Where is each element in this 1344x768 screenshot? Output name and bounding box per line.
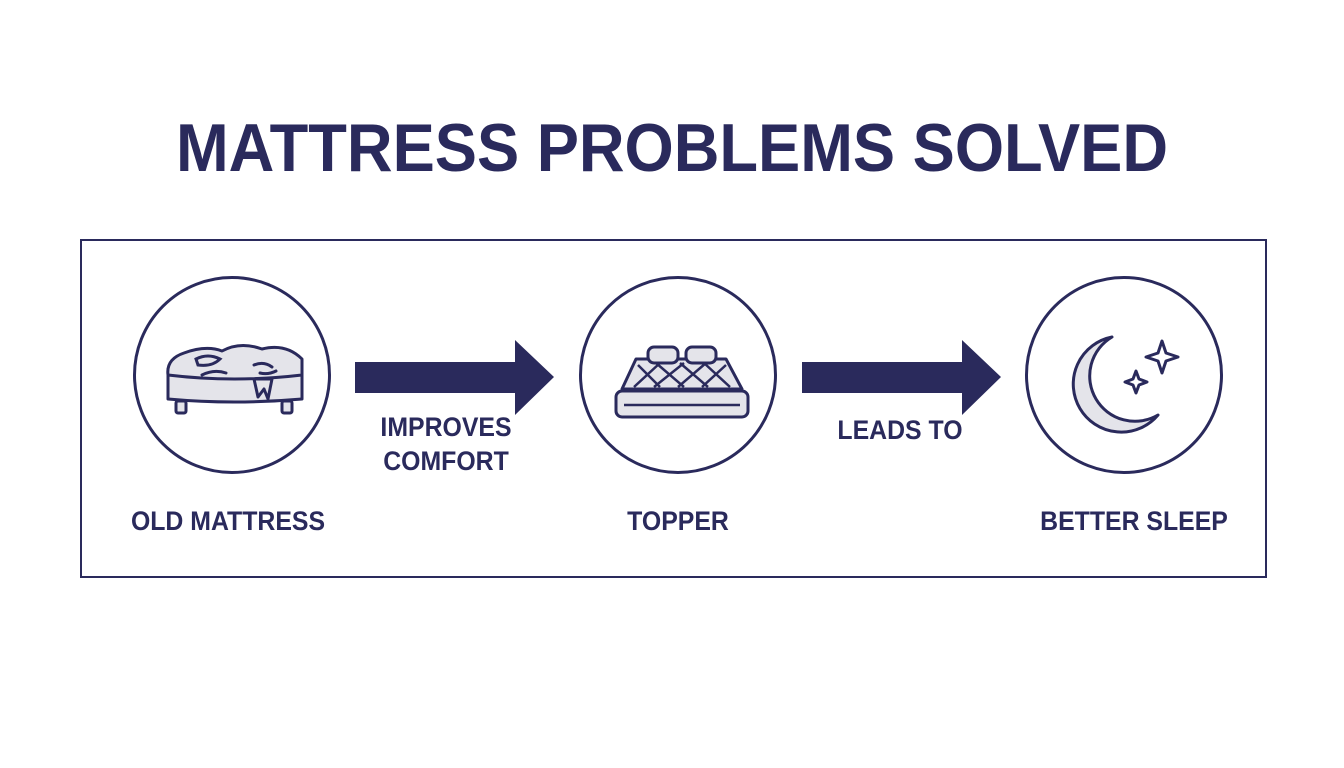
arrow-improves-comfort	[355, 340, 554, 415]
node-label-old-mattress: OLD MATTRESS	[130, 506, 326, 536]
edge-label-line-1: IMPROVES	[380, 412, 512, 442]
node-topper	[579, 276, 777, 474]
moon-stars-icon	[1071, 335, 1180, 434]
edge-label-line-2: COMFORT	[383, 446, 509, 476]
edge-label-improves-comfort: IMPROVES COMFORT	[345, 410, 547, 478]
edge-label-line-1: LEADS TO	[837, 415, 963, 445]
worn-mattress-icon	[166, 344, 304, 415]
arrow-leads-to	[802, 340, 1001, 415]
mattress-topper-icon	[614, 345, 750, 419]
node-label-better-sleep: BETTER SLEEP	[1040, 506, 1228, 536]
edge-label-leads-to: LEADS TO	[799, 413, 1001, 447]
node-better-sleep	[1025, 276, 1223, 474]
node-old-mattress	[133, 276, 331, 474]
diagram-frame	[80, 239, 1267, 578]
diagram-title: MATTRESS PROBLEMS SOLVED	[176, 110, 1168, 186]
node-label-topper: TOPPER	[627, 506, 729, 536]
